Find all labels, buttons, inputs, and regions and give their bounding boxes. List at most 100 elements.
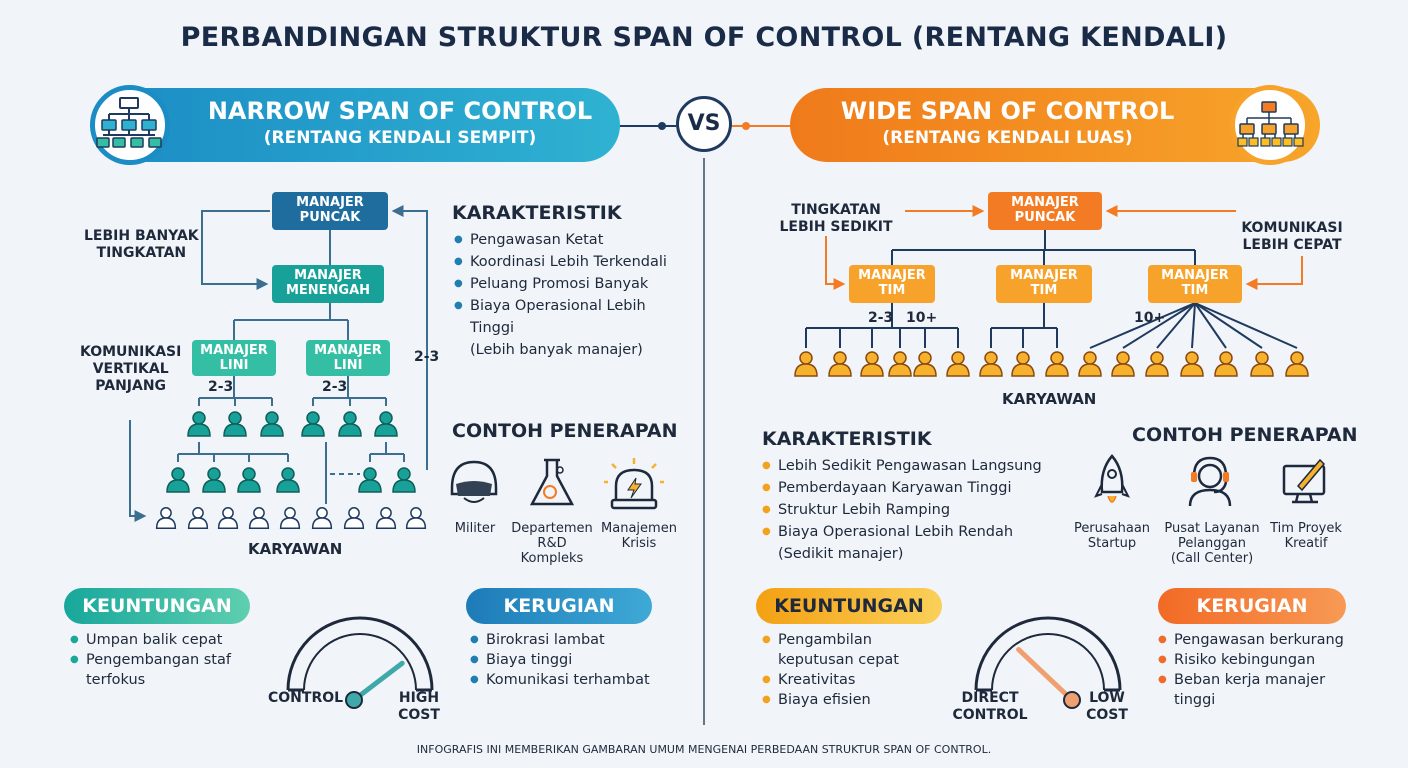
list-item: Birokrasi lambat (470, 630, 680, 650)
employee-person-icon (1045, 351, 1069, 377)
wide-contoh-title: CONTOH PENERAPAN (1132, 424, 1358, 446)
headset-icon (1188, 456, 1232, 507)
employee-person-icon (374, 411, 398, 437)
list-item: Umpan balik cepat (70, 630, 270, 650)
list-item: Lebih Sedikit Pengawasan Langsung (762, 455, 1062, 477)
employee-person-icon (405, 507, 427, 529)
list-item: Biaya Operasional Lebih Tinggi(Lebih ban… (454, 295, 694, 361)
employee-person-icon (279, 507, 301, 529)
narrow-banner: NARROW SPAN OF CONTROL (RENTANG KENDALI … (100, 88, 620, 162)
employee-person-icon (979, 351, 1003, 377)
narrow-kerugian-list: Birokrasi lambat Biaya tinggi Komunikasi… (470, 630, 680, 690)
employee-person-icon (223, 411, 247, 437)
list-item: Biaya Operasional Lebih Rendah(Sedikit m… (762, 521, 1062, 565)
wide-ratio-small-label: 2-3 (868, 310, 894, 326)
list-item: Peluang Promosi Banyak (454, 273, 694, 295)
employee-person-icon (260, 411, 284, 437)
wide-karyawan-label: KARYAWAN (1002, 390, 1097, 408)
alarm-icon (604, 458, 664, 510)
employee-person-icon (166, 467, 190, 493)
connector-lines (129, 122, 1303, 725)
employee-person-icon (392, 467, 416, 493)
connector-line (1156, 302, 1196, 349)
wide-karakteristik-list: Lebih Sedikit Pengawasan Langsung Pember… (762, 455, 1062, 565)
employee-person-icon (338, 411, 362, 437)
list-item: Pengawasan berkurang (1158, 630, 1368, 650)
monitor-pen-icon (1282, 458, 1326, 504)
wide-org-chart-icon (1230, 85, 1310, 165)
list-item: Komunikasi terhambat (470, 670, 680, 690)
connector-line (1089, 302, 1196, 349)
list-item: Risiko kebingungan (1158, 650, 1368, 670)
employee-person-icon (202, 467, 226, 493)
list-item: Biaya efisien (762, 690, 932, 710)
list-item: Pemberdayaan Karyawan Tinggi (762, 477, 1062, 499)
connector-line (991, 303, 1057, 329)
arrow-line (1245, 256, 1303, 290)
narrow-contoh-label-1: Militer (454, 521, 496, 536)
employee-person-icon (375, 507, 397, 529)
arrow-line (201, 210, 270, 290)
employee-person-icon (946, 351, 970, 377)
employee-person-icon (1111, 351, 1135, 377)
wide-keuntungan-pill: KEUNTUNGAN (756, 588, 942, 624)
narrow-keuntungan-pill: KEUNTUNGAN (64, 588, 250, 624)
arrow-line (391, 205, 428, 470)
employee-person-icon (1285, 351, 1309, 377)
employee-person-icon (1180, 351, 1204, 377)
narrow-banner-title: NARROW SPAN OF CONTROL (207, 97, 593, 125)
employee-person-icon (187, 411, 211, 437)
narrow-karyawan-label: KARYAWAN (248, 540, 343, 558)
narrow-cost-gauge (286, 616, 434, 709)
helmet-icon (450, 460, 498, 503)
wide-ratio-big-label-2: 10+ (1134, 310, 1166, 326)
employee-person-icon (913, 351, 937, 377)
wide-karakteristik-title: KARAKTERISTIK (762, 428, 932, 450)
employee-person-icon (311, 507, 333, 529)
connector-line (891, 230, 1196, 265)
employee-person-icon (276, 467, 300, 493)
list-item: Biaya tinggi (470, 650, 680, 670)
connector-line (806, 303, 958, 329)
connector-line (1194, 302, 1263, 349)
narrow-karakteristik-title: KARAKTERISTIK (452, 202, 622, 224)
employee-person-icon (1250, 351, 1274, 377)
connector-line (1191, 302, 1196, 349)
narrow-keuntungan-list: Umpan balik cepat Pengembangan stafterfo… (70, 630, 270, 690)
list-item: Kreativitas (762, 670, 932, 690)
narrow-ratio-label-1: 2-3 (208, 379, 234, 395)
flask-icon (529, 458, 575, 506)
employee-person-icon (187, 507, 209, 529)
narrow-banner-subtitle: (RENTANG KENDALI SEMPIT) (263, 128, 537, 148)
rocket-icon (1094, 454, 1130, 503)
employee-person-icon (155, 507, 177, 529)
list-item: Koordinasi Lebih Terkendali (454, 251, 694, 273)
page-title: PERBANDINGAN STRUKTUR SPAN OF CONTROL (R… (180, 22, 1228, 53)
employee-person-icon (1078, 351, 1102, 377)
dashed-line (325, 442, 360, 475)
narrow-gauge-left-label: CONTROL (268, 690, 344, 706)
employee-person-icon (1145, 351, 1169, 377)
employee-person-icon (888, 351, 912, 377)
arrow-line (129, 420, 147, 522)
connector-line (233, 303, 349, 340)
employee-person-icon (1214, 351, 1238, 377)
connector-line (370, 442, 404, 455)
decorative-icons (286, 454, 1326, 709)
employee-person-icon (860, 351, 884, 377)
list-item: Pengawasan Ketat (454, 229, 694, 251)
